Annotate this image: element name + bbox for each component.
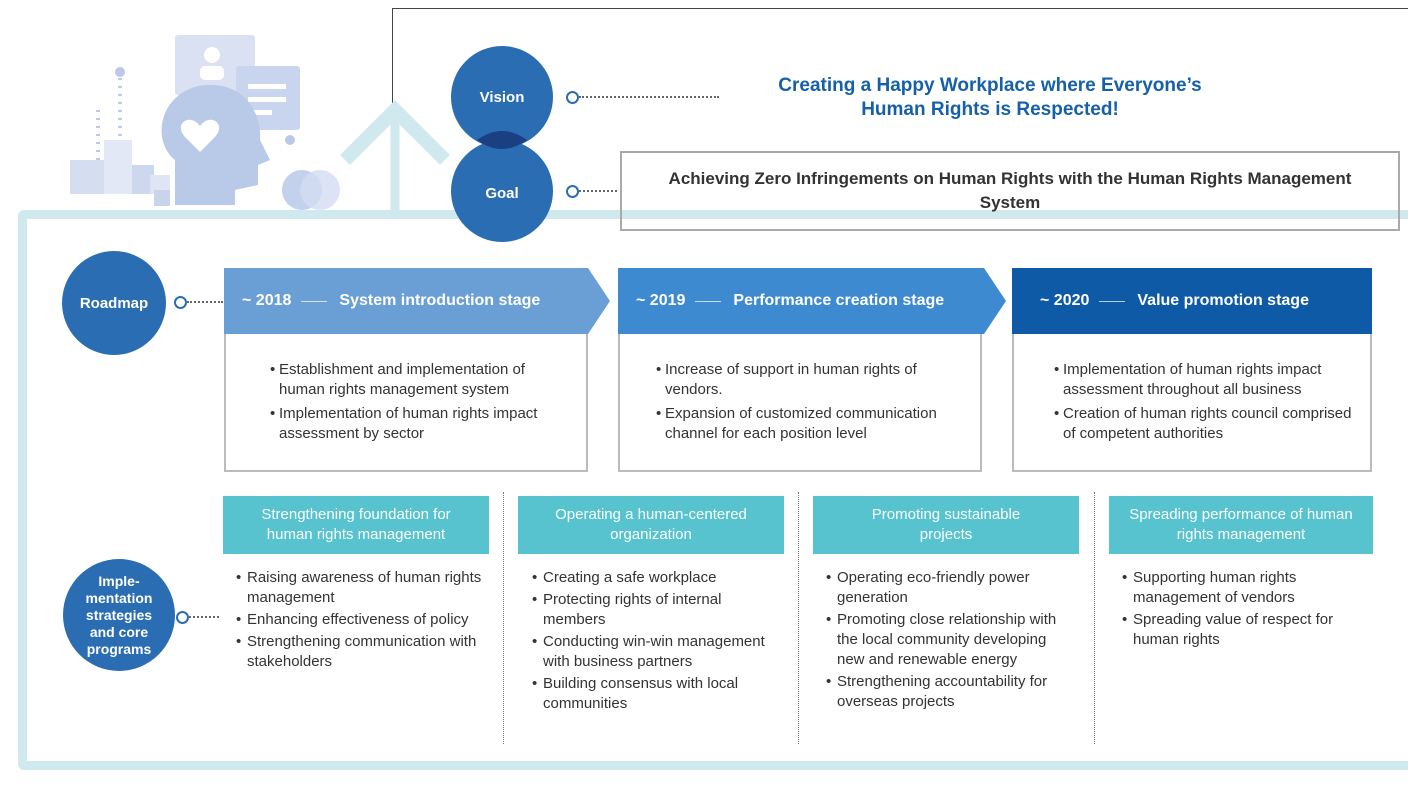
vision-statement: Creating a Happy Workplace where Everyon… <box>730 74 1250 122</box>
list-item: Creation of human rights council compris… <box>1054 404 1352 444</box>
list-item: Creating a safe workplace <box>532 568 777 588</box>
vision-line-2: Human Rights is Respected! <box>861 99 1119 120</box>
strategies-connector-line <box>189 616 219 618</box>
program-head-4: Spreading performance of human rights ma… <box>1109 496 1373 554</box>
left-frame-line <box>392 8 393 120</box>
circle-overlap <box>477 131 527 149</box>
program-title: Operating a human-centered organization <box>555 506 747 543</box>
strategies-label-line: programs <box>86 640 152 657</box>
roadmap-label: Roadmap <box>79 294 149 312</box>
list-item: Building consensus with local communitie… <box>532 674 777 714</box>
roadmap-frame <box>18 210 1408 770</box>
stage-header-2020: ~ 2020 Value promotion stage <box>1012 268 1372 334</box>
stage-dash <box>301 300 328 302</box>
list-item: Establishment and implementation of huma… <box>270 360 568 400</box>
program-list-3: Operating eco-friendly power generation … <box>826 568 1074 714</box>
list-item: Operating eco-friendly power generation <box>826 568 1074 608</box>
roadmap-connector-dot <box>174 296 187 309</box>
stage-year: ~ 2020 <box>1040 292 1090 309</box>
program-separator <box>1094 492 1095 744</box>
stage-arrows <box>224 268 1372 334</box>
list-item: Strengthening communication with stakeho… <box>236 632 486 672</box>
stage-dash <box>1099 300 1126 302</box>
roadmap-circle: Roadmap <box>62 251 166 355</box>
stage-box-2020: Implementation of human rights impact as… <box>1012 334 1372 472</box>
stage-title: System introduction stage <box>339 292 541 309</box>
program-list-1: Raising awareness of human rights manage… <box>236 568 486 674</box>
strategies-label-line: mentation <box>85 589 153 606</box>
list-item: Implementation of human rights impact as… <box>1054 360 1352 400</box>
strategies-label-line: strategies <box>85 606 153 623</box>
program-title: Promoting sustainable projects <box>871 506 1021 543</box>
strategies-connector-dot <box>176 611 189 624</box>
stage-box-2018: Establishment and implementation of huma… <box>224 334 588 472</box>
roadmap-connector-line <box>187 301 223 303</box>
program-title: Strengthening foundation for human right… <box>261 506 451 543</box>
program-head-2: Operating a human-centered organization <box>518 496 784 554</box>
program-list-2: Creating a safe workplace Protecting rig… <box>532 568 777 716</box>
strategies-label-line: and core <box>89 623 149 640</box>
vision-connector-dot <box>566 91 579 104</box>
goal-label: Goal <box>485 184 519 202</box>
stage-header-2019: ~ 2019 Performance creation stage <box>618 268 982 334</box>
program-head-1: Strengthening foundation for human right… <box>223 496 489 554</box>
strategies-label-line: Imple- <box>98 572 140 589</box>
stage-header-2018: ~ 2018 System introduction stage <box>224 268 588 334</box>
program-separator <box>503 492 504 744</box>
list-item: Expansion of customized communication ch… <box>656 404 962 444</box>
list-item: Enhancing effectiveness of policy <box>236 610 486 630</box>
program-list-4: Supporting human rights management of ve… <box>1122 568 1358 652</box>
goal-connector-dot <box>566 185 579 198</box>
stage-year: ~ 2019 <box>636 292 686 309</box>
list-item: Implementation of human rights impact as… <box>270 404 568 444</box>
list-item: Promoting close relationship with the lo… <box>826 610 1074 670</box>
vision-line-1: Creating a Happy Workplace where Everyon… <box>778 75 1202 96</box>
list-item: Strengthening accountability for oversea… <box>826 672 1074 712</box>
stage-title: Performance creation stage <box>733 292 945 309</box>
stage-title: Value promotion stage <box>1137 292 1309 309</box>
program-head-3: Promoting sustainable projects <box>813 496 1079 554</box>
vision-connector-line <box>579 96 719 98</box>
list-item: Protecting rights of internal members <box>532 590 777 630</box>
list-item: Raising awareness of human rights manage… <box>236 568 486 608</box>
strategies-circle: Imple- mentation strategies and core pro… <box>63 559 175 671</box>
program-title: Spreading performance of human rights ma… <box>1129 506 1353 543</box>
goal-connector-line <box>579 190 617 192</box>
human-rights-illustration-icon <box>70 35 450 214</box>
goal-box: Achieving Zero Infringements on Human Ri… <box>620 151 1400 231</box>
goal-text: Achieving Zero Infringements on Human Ri… <box>668 169 1352 212</box>
vision-label: Vision <box>479 88 525 106</box>
goal-circle: Goal <box>451 140 553 242</box>
stage-year: ~ 2018 <box>242 292 292 309</box>
list-item: Conducting win-win management with busin… <box>532 632 777 672</box>
list-item: Increase of support in human rights of v… <box>656 360 962 400</box>
stage-dash <box>695 300 722 302</box>
program-separator <box>798 492 799 744</box>
list-item: Supporting human rights management of ve… <box>1122 568 1358 608</box>
list-item: Spreading value of respect for human rig… <box>1122 610 1358 650</box>
top-frame-line <box>392 8 1408 9</box>
stage-box-2019: Increase of support in human rights of v… <box>618 334 982 472</box>
